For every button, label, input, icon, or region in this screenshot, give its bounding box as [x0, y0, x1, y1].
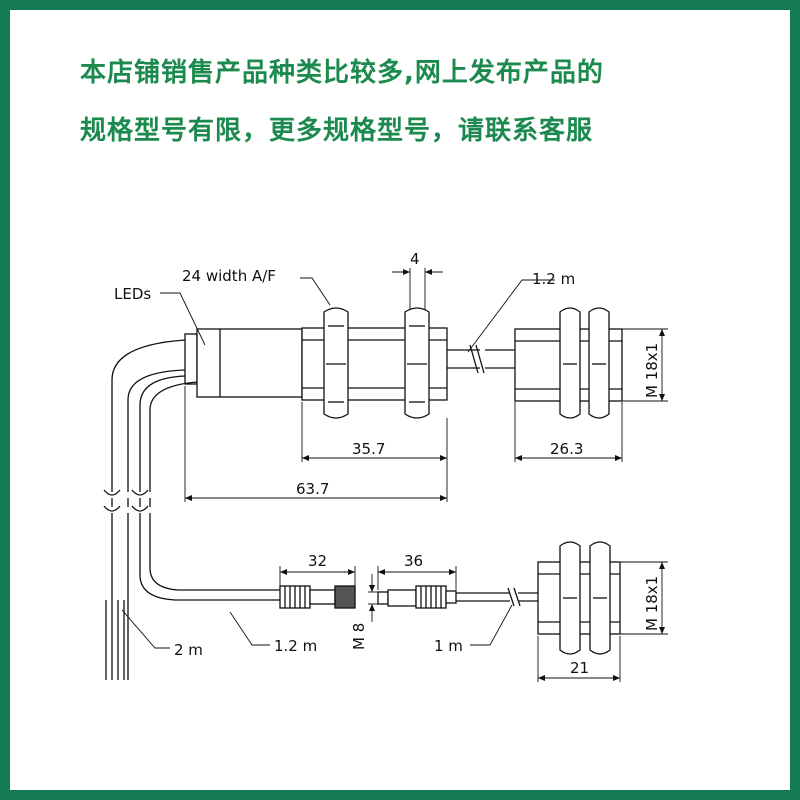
label-thread-top: M 18x1 — [643, 343, 661, 398]
notice-banner: 本店铺销售产品种类比较多,网上发布产品的 规格型号有限，更多规格型号，请联系客服 — [80, 50, 760, 166]
label-thread-bottom: M 18x1 — [643, 576, 661, 631]
m8-connector-female — [279, 585, 356, 609]
label-cable-1-2m: 1.2 m — [274, 637, 317, 655]
label-m8: M 8 — [350, 623, 368, 650]
label-dim-63-7: 63.7 — [296, 480, 329, 498]
notice-line-2: 规格型号有限，更多规格型号，请联系客服 — [80, 116, 594, 146]
label-cable-2m: 2 m — [174, 641, 203, 659]
sensor-long-body — [184, 307, 448, 419]
sensor-short-body-top — [514, 307, 623, 419]
label-dim-26-3: 26.3 — [550, 440, 583, 458]
m8-connector-male — [377, 585, 457, 609]
notice-line-1: 本店铺销售产品种类比较多,网上发布产品的 — [80, 58, 604, 88]
label-nut-width: 4 — [410, 250, 420, 268]
label-leds: LEDs — [114, 285, 151, 303]
leader-lines — [121, 277, 555, 649]
label-cable-length-top: 1.2 m — [532, 270, 575, 288]
label-dim-21: 21 — [570, 659, 589, 677]
label-dim-32: 32 — [308, 552, 327, 570]
label-dim-35-7: 35.7 — [352, 440, 385, 458]
label-dim-36: 36 — [404, 552, 423, 570]
dimension-lines — [184, 268, 668, 682]
label-cable-1m: 1 m — [434, 637, 463, 655]
sensor-short-body-bottom — [537, 541, 621, 655]
label-width-af: 24 width A/F — [182, 267, 276, 285]
